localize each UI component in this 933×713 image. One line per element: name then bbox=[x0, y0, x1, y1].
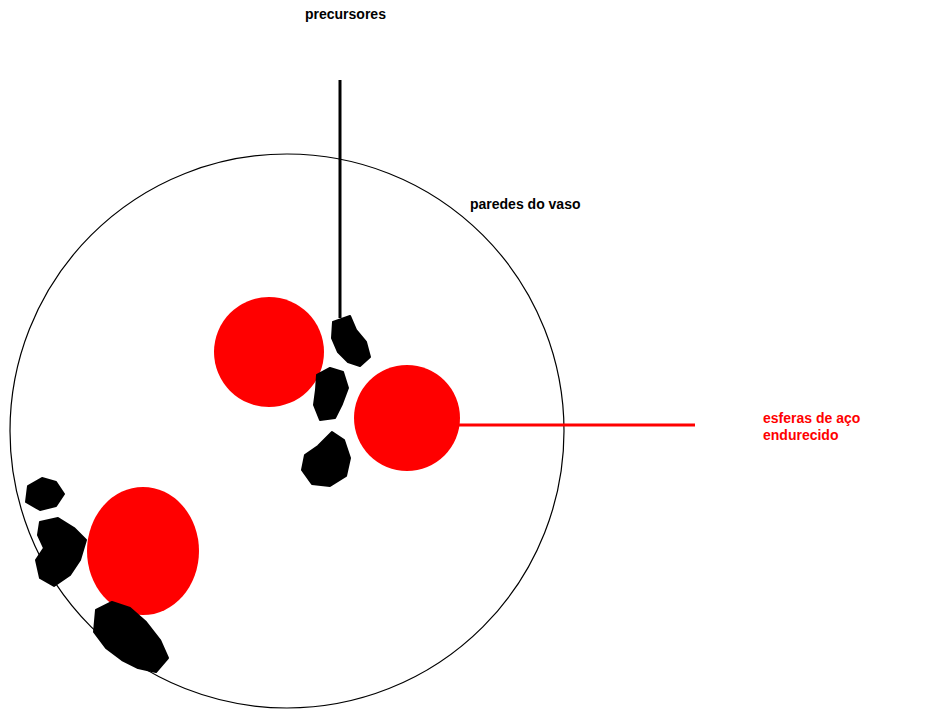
steel-ball bbox=[354, 365, 460, 471]
leader-line bbox=[458, 424, 695, 427]
part-label: paredes do vaso bbox=[470, 196, 630, 213]
precursor-particles bbox=[26, 316, 370, 672]
steel-ball bbox=[214, 297, 324, 407]
leader-line bbox=[339, 80, 342, 318]
part-label: esferas de aço endurecido bbox=[763, 410, 913, 444]
vessel-wall bbox=[10, 154, 564, 708]
part-label: precursores bbox=[305, 6, 465, 23]
steel-ball bbox=[87, 487, 199, 615]
